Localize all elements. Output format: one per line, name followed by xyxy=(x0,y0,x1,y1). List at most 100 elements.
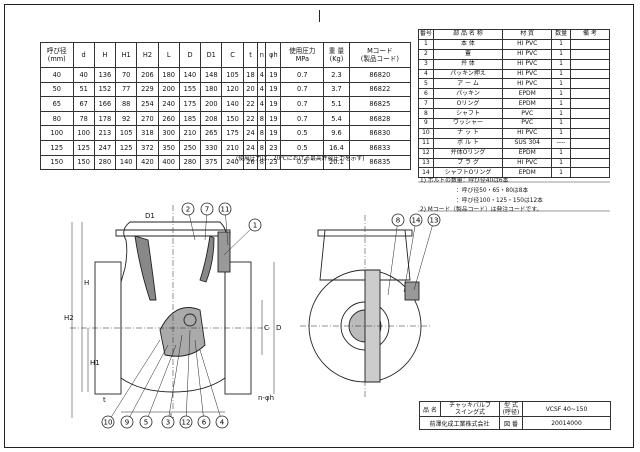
front-balloon-number: 11 xyxy=(221,206,230,214)
dim-header-cell: D xyxy=(178,42,202,68)
body-wall-right xyxy=(199,235,215,283)
side-plug xyxy=(404,281,420,301)
front-balloon-number: 3 xyxy=(166,419,170,427)
front-balloon-circle xyxy=(179,415,193,429)
front-balloon-circle xyxy=(197,415,211,429)
front-balloon-number: 6 xyxy=(202,419,207,427)
sheet-frame xyxy=(4,4,634,448)
title-name: チャッキバルブ スイング式 xyxy=(440,401,500,417)
dim-label-H: H xyxy=(84,279,89,287)
front-balloon-number: 10 xyxy=(104,419,113,427)
title-company: 前澤化成工業株式会社 xyxy=(419,416,500,430)
parts-cell xyxy=(569,167,611,179)
front-balloon-leader xyxy=(167,334,183,423)
front-balloon-circle xyxy=(181,202,195,216)
side-balloon-circle xyxy=(409,213,423,227)
dim-header-cell: H xyxy=(93,42,117,68)
pressure-note: (使用圧力は、20℃における最高許容圧力を示す) xyxy=(236,156,365,162)
front-balloon-circle xyxy=(101,415,115,429)
dim-cell: 8 xyxy=(257,154,267,171)
front-balloon-number: 1 xyxy=(253,222,257,230)
front-balloon-circle xyxy=(139,415,153,429)
front-balloon-leader xyxy=(107,339,161,423)
side-balloon-number: 8 xyxy=(396,217,400,225)
dim-cell: 280 xyxy=(93,154,117,171)
title-model: VCSF 40~150 xyxy=(522,401,611,417)
dim-label-L: L xyxy=(170,412,174,420)
front-balloon-number: 2 xyxy=(186,206,190,214)
dim-cell: 240 xyxy=(221,154,244,171)
dim-cell: 0.5 xyxy=(280,154,325,171)
front-balloon-number: 4 xyxy=(220,419,225,427)
dim-label-n-h: n-φh xyxy=(258,394,274,402)
dim-label-H2: H2 xyxy=(64,314,74,322)
center-mark xyxy=(319,10,320,22)
side-balloon-number: 14 xyxy=(412,217,421,225)
front-balloon-circle xyxy=(248,218,262,232)
front-balloon-circle xyxy=(161,415,175,429)
parts-cell: シャフトOリング xyxy=(432,167,504,179)
side-view xyxy=(300,215,430,398)
title-block: 品 名 チャッキバルブ スイング式 型 式 (呼径) VCSF 40~150 前… xyxy=(419,401,611,430)
front-balloon-circle xyxy=(218,202,232,216)
title-model-label: 型 式 (呼径) xyxy=(499,401,523,417)
note-mcode: 2) Mコード（製品コード）は発注コードです。 xyxy=(420,207,543,213)
front-balloon-number: 5 xyxy=(144,419,148,427)
front-balloon-circle xyxy=(120,415,134,429)
front-balloon-leader xyxy=(223,224,256,256)
dim-label-C: C xyxy=(264,324,269,332)
front-view xyxy=(70,205,275,418)
front-balloon-leader xyxy=(185,329,191,423)
disc xyxy=(159,307,206,357)
side-balloon-leader xyxy=(413,219,435,291)
body-wall-left xyxy=(134,235,157,301)
dim-header-cell: n xyxy=(257,42,267,68)
dim-header-cell: C xyxy=(221,42,244,68)
front-balloon-leader xyxy=(199,349,223,423)
shaft-pin xyxy=(183,313,197,327)
dim-header-cell: 使用圧力 MPa xyxy=(280,42,325,68)
dim-cell: 86835 xyxy=(348,154,412,171)
front-balloon-leader xyxy=(194,339,205,423)
dim-label-t: t xyxy=(103,396,106,404)
front-balloon-number: 12 xyxy=(182,419,191,427)
note-bolts-3: ：呼び径100・125・150は12本 xyxy=(456,198,543,204)
front-balloon-circle xyxy=(200,202,214,216)
dimension-labels: D1 H H2 H1 L C D t n-φh xyxy=(64,212,281,420)
side-balloon-number: 13 xyxy=(430,217,439,225)
dim-header-cell: Mコード (製品コード) xyxy=(348,42,412,68)
note-bolts: 1) ボルトの数量：呼び径40は6本 xyxy=(420,178,509,184)
note-bolts-2: ：呼び径50・65・80は8本 xyxy=(456,188,529,194)
front-balloon-leader xyxy=(145,344,177,423)
dim-cell: 0.7 xyxy=(280,81,325,98)
dim-cell: 120 xyxy=(221,81,244,98)
front-balloon-circle xyxy=(215,415,229,429)
title-number: 20014000 xyxy=(522,416,611,430)
dim-label-D1: D1 xyxy=(145,212,155,220)
side-balloon-circle xyxy=(391,213,405,227)
side-balloon-circle xyxy=(427,213,441,227)
side-balloon-leader xyxy=(403,219,417,293)
dim-label-H1: H1 xyxy=(90,359,100,367)
title-name-label: 品 名 xyxy=(419,401,441,417)
title-number-label: 図 番 xyxy=(499,416,523,430)
front-balloon-number: 9 xyxy=(125,419,129,427)
side-balloon-leader xyxy=(387,219,399,296)
parts-cell: EPDM xyxy=(502,167,553,179)
